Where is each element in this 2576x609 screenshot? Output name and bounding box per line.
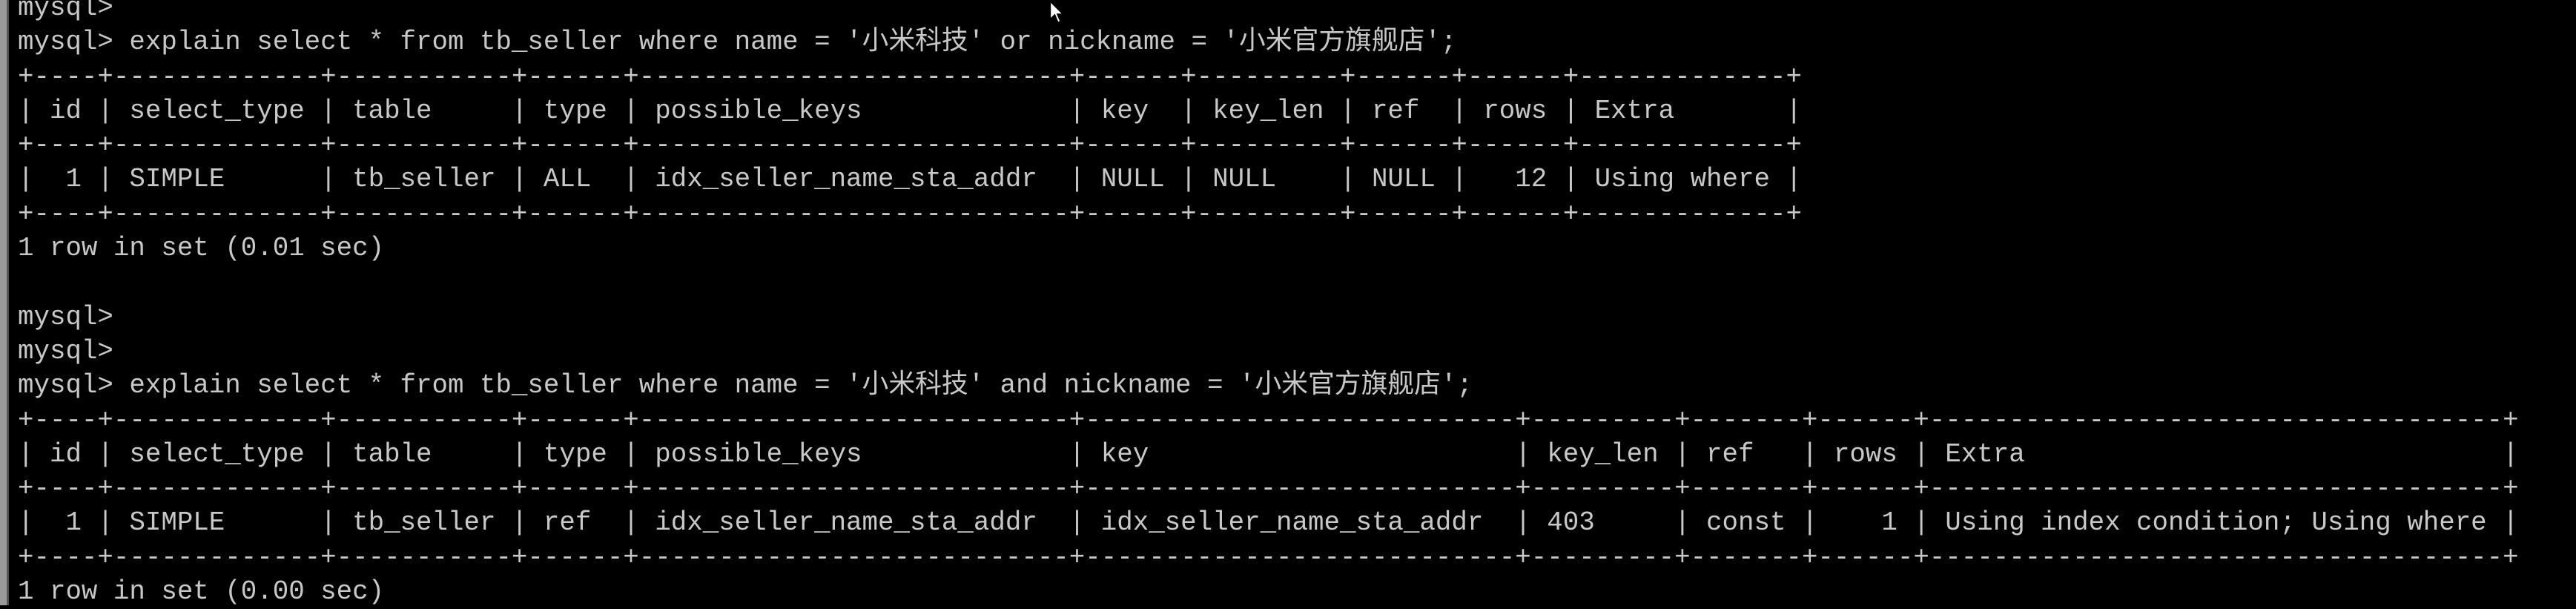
terminal-line: 1 row in set (0.01 sec) (18, 233, 385, 264)
terminal-line: +----+-------------+-----------+------+-… (18, 61, 1802, 92)
terminal-line: | id | select_type | table | type | poss… (18, 438, 2519, 470)
terminal-line: mysql> explain select * from tb_seller w… (18, 27, 1457, 58)
terminal-line: +----+-------------+-----------+------+-… (18, 404, 2519, 435)
terminal-line: | 1 | SIMPLE | tb_seller | ALL | idx_sel… (18, 164, 1802, 195)
mouse-pointer-icon (1049, 0, 1065, 24)
terminal-line: mysql> explain select * from tb_seller w… (18, 370, 1473, 401)
terminal-output[interactable]: mysql> mysql> explain select * from tb_se… (18, 0, 2519, 609)
terminal-line: | id | select_type | table | type | poss… (18, 95, 1802, 126)
terminal-line: +----+-------------+-----------+------+-… (18, 198, 1802, 229)
terminal-line: +----+-------------+-----------+------+-… (18, 541, 2519, 573)
terminal-line: mysql> (18, 0, 113, 23)
terminal-line: mysql> (18, 335, 113, 366)
terminal-line: 1 row in set (0.00 sec) (18, 576, 385, 608)
window-left-border (0, 0, 9, 605)
terminal-line: | 1 | SIMPLE | tb_seller | ref | idx_sel… (18, 507, 2519, 539)
terminal-line: mysql> (18, 301, 113, 332)
terminal-line (18, 266, 2519, 300)
terminal-line: +----+-------------+-----------+------+-… (18, 473, 2519, 504)
terminal-line: +----+-------------+-----------+------+-… (18, 130, 1802, 161)
